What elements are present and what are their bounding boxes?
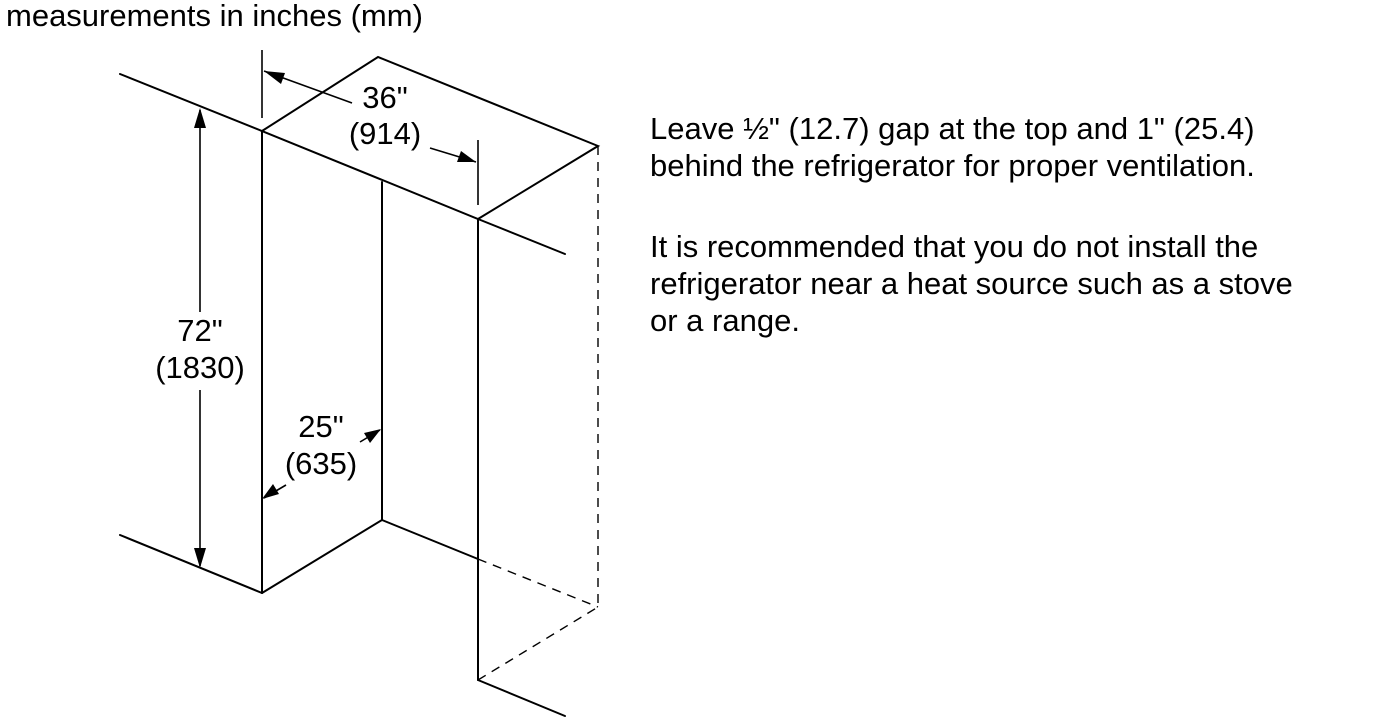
heat-source-note: It is recommended that you do not instal… [650,229,1293,338]
depth-mm-label: (635) [285,446,357,481]
hidden-floor-back-edge [477,558,599,608]
height-mm-label: (1830) [155,350,245,385]
ventilation-note: Leave ½" (12.7) gap at the top and 1" (2… [650,111,1255,183]
width-arrow-right [457,151,476,162]
depth-arrow-lower [262,484,279,499]
width-mm-label: (914) [349,116,421,151]
height-arrow-top [194,108,206,128]
width-arrow-left [264,71,285,84]
niche-floor-back-edge [381,519,479,560]
height-inches-label: 72" [177,313,223,348]
floor-line-left [119,534,263,594]
height-arrow-bottom [194,548,206,568]
floor-line-right [477,679,566,717]
width-inches-label: 36" [362,80,408,115]
depth-inches-label: 25" [298,409,344,444]
back-wall-top-line [119,73,263,132]
front-top-extension-line [477,218,566,255]
niche-top-face [259,55,601,221]
niche-floor-left-edge [261,519,383,594]
depth-arrow-upper [364,429,381,443]
hidden-floor-right-edge [477,606,599,681]
measurement-units-label: measurements in inches (mm) [6,0,423,33]
